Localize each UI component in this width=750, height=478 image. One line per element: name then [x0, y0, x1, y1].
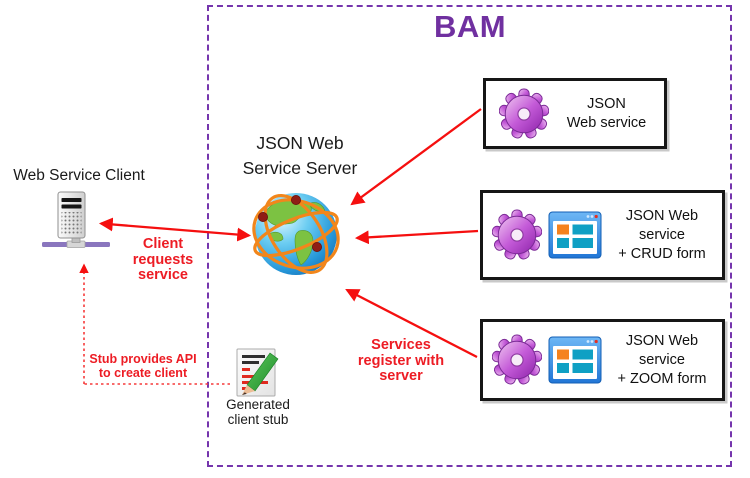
- service-box-crud-line2: + CRUD form: [618, 245, 706, 262]
- service-box-json-line2: Web service: [566, 114, 647, 131]
- web-service-client-label: Web Service Client: [13, 167, 145, 184]
- service-box-crud-label: JSON Web service + CRUD form: [602, 207, 722, 264]
- stub-label-line2: client stub: [227, 412, 289, 427]
- service-box-zoom: JSON Web service + ZOOM form: [480, 319, 725, 401]
- services-register-label: Services register with server: [357, 337, 445, 384]
- service-box-json: JSON Web service: [483, 78, 667, 149]
- form-window-icon: [548, 336, 602, 384]
- generated-client-stub-label: Generated client stub: [210, 397, 306, 427]
- service-box-json-label: JSON Web service: [549, 95, 664, 133]
- stub-provides-label: Stub provides API to create client: [89, 352, 197, 380]
- json-server-label-line2: Service Server: [242, 158, 358, 178]
- service-box-zoom-line2: + ZOOM form: [617, 370, 707, 387]
- server-tower-icon: [42, 191, 110, 248]
- service-box-crud-line1: JSON Web service: [625, 207, 699, 243]
- service-box-zoom-label: JSON Web service + ZOOM form: [602, 332, 722, 389]
- service-box-json-line1: JSON: [587, 95, 626, 112]
- service-box-crud: JSON Web service + CRUD form: [480, 190, 725, 280]
- gear-icon: [492, 209, 542, 261]
- gear-icon: [499, 87, 549, 140]
- form-window-icon: [548, 211, 602, 259]
- json-server-label-line1: JSON Web: [256, 133, 344, 153]
- gear-icon: [492, 334, 542, 386]
- service-box-zoom-line1: JSON Web service: [625, 332, 699, 368]
- notepad-pencil-icon: [236, 348, 279, 397]
- bam-title: BAM: [433, 9, 507, 44]
- json-server-label: JSON Web Service Server: [230, 131, 370, 181]
- stub-label-line1: Generated: [226, 397, 290, 412]
- client-requests-label: Client requests service: [132, 236, 194, 283]
- globe-icon: [252, 193, 340, 275]
